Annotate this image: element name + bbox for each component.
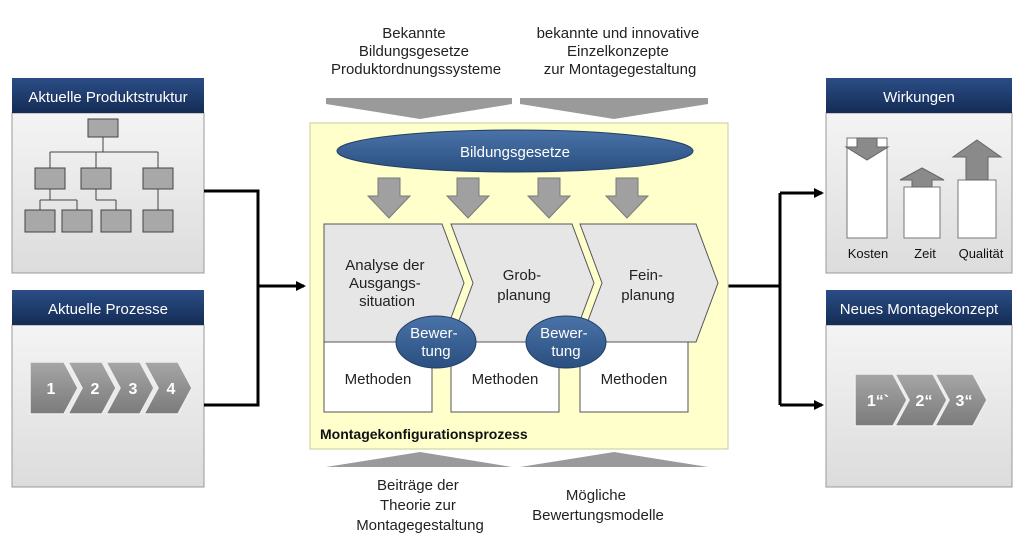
label-zeit: Zeit <box>914 246 936 261</box>
top-right-text: bekannte und innovative Einzelkonzepte z… <box>537 25 704 78</box>
stage-analyse-label: Analyse der Ausgangs- situation <box>345 257 428 310</box>
leftChevrons-step-1 <box>29 361 79 415</box>
bar-qualitaet <box>957 179 997 239</box>
panel-wirkungen-header <box>826 78 1012 113</box>
panel-prozesse: Aktuelle Prozesse 1 2 3 4 <box>11 290 205 488</box>
leftChevrons-step-label-2: 2 <box>91 381 100 398</box>
process-chevrons-new: 1“` 2“ 3“ <box>854 373 988 427</box>
leftChevrons-step-label-4: 4 <box>167 381 176 398</box>
left-bracket-line <box>204 189 260 407</box>
top-inputs: Bekannte Bildungsgesetze Produktordnungs… <box>326 25 708 119</box>
down-arrow-3 <box>526 177 572 219</box>
down-arrow-4 <box>604 177 650 219</box>
leftChevrons-step-label-1: 1 <box>47 381 56 398</box>
methoden-label-1: Methoden <box>345 371 412 388</box>
rightChevrons-step-3 <box>933 373 988 427</box>
product-tree-icon <box>24 118 174 233</box>
rightChevrons-step-1 <box>854 373 908 427</box>
stage-grobplanung-label: Grob- planung <box>497 267 550 304</box>
leftChevrons-step-3 <box>104 361 155 415</box>
process-box: Bildungsgesetze Analyse der Ausgangs- si… <box>309 122 729 450</box>
stage-analyse <box>323 223 465 343</box>
arrow-up-zeit-icon <box>899 167 945 188</box>
process-chevrons-current: 1 2 3 4 <box>29 361 193 415</box>
bottom-right-arrow <box>520 452 708 467</box>
bottom-inputs: Beiträge der Theorie zur Montagegestaltu… <box>326 452 708 534</box>
down-arrow-2 <box>445 177 491 219</box>
down-arrows <box>366 177 650 219</box>
down-arrow-1 <box>366 177 412 219</box>
bewertung-ellipse-1 <box>395 315 477 369</box>
top-left-funnel-arrow <box>326 98 512 119</box>
leftChevrons-step-2 <box>66 361 117 415</box>
leftChevrons-step-label-3: 3 <box>129 381 138 398</box>
top-left-text: Bekannte Bildungsgesetze Produktordnungs… <box>331 25 501 78</box>
leftChevrons-step-4 <box>142 361 193 415</box>
methoden-label-2: Methoden <box>472 371 539 388</box>
panel-produktstruktur-body <box>11 112 205 274</box>
stage-feinplanung <box>579 223 719 343</box>
bottom-left-text: Beiträge der Theorie zur Montagegestaltu… <box>356 477 484 534</box>
rightChevrons-step-label-1: 1“` <box>867 393 889 410</box>
bar-zeit <box>903 186 941 239</box>
stage-feinplanung-label: Fein- planung <box>621 267 674 304</box>
rightChevrons-step-2 <box>893 373 948 427</box>
rightChevrons-step-label-2: 2“ <box>916 393 933 410</box>
panel-prozesse-title: Aktuelle Prozesse <box>48 301 168 318</box>
bewertung-label-2: Bewer- tung <box>540 325 592 360</box>
arrow-down-kosten-icon <box>844 137 890 161</box>
process-box-footer-label: Montagekonfigurationsprozess <box>320 426 528 442</box>
label-qualitaet: Qualität <box>959 246 1004 261</box>
panel-neues-header <box>826 290 1012 325</box>
bildungsgesetze-label: Bildungsgesetze <box>460 144 570 161</box>
bewertung-ellipse-2 <box>525 315 607 369</box>
effects-bars <box>844 137 1003 239</box>
top-right-funnel-arrow <box>520 98 708 119</box>
panel-produktstruktur-header <box>12 78 204 113</box>
panel-produktstruktur-title: Aktuelle Produktstruktur <box>28 89 187 106</box>
arrow-up-qualitaet-icon <box>951 139 1003 181</box>
connector-lines <box>204 188 824 410</box>
bildungsgesetze-ellipse <box>336 129 694 173</box>
panel-prozesse-header <box>12 290 204 325</box>
panel-wirkungen: Wirkungen Kosten Zeit Qualität <box>825 78 1013 274</box>
rightChevrons-step-label-3: 3“ <box>956 393 973 410</box>
bottom-right-text: Mögliche Bewertungsmodelle <box>532 487 664 524</box>
label-kosten: Kosten <box>848 246 888 261</box>
bottom-left-arrow <box>326 452 512 467</box>
panel-wirkungen-title: Wirkungen <box>883 89 955 106</box>
panel-neues-montagekonzept: Neues Montagekonzept 1“` 2“ 3“ <box>825 290 1013 488</box>
panel-produktstruktur: Aktuelle Produktstruktur <box>11 78 205 274</box>
methoden-label-3: Methoden <box>601 371 668 388</box>
panel-neues-title: Neues Montagekonzept <box>840 301 999 318</box>
bewertung-label-1: Bewer- tung <box>410 325 462 360</box>
